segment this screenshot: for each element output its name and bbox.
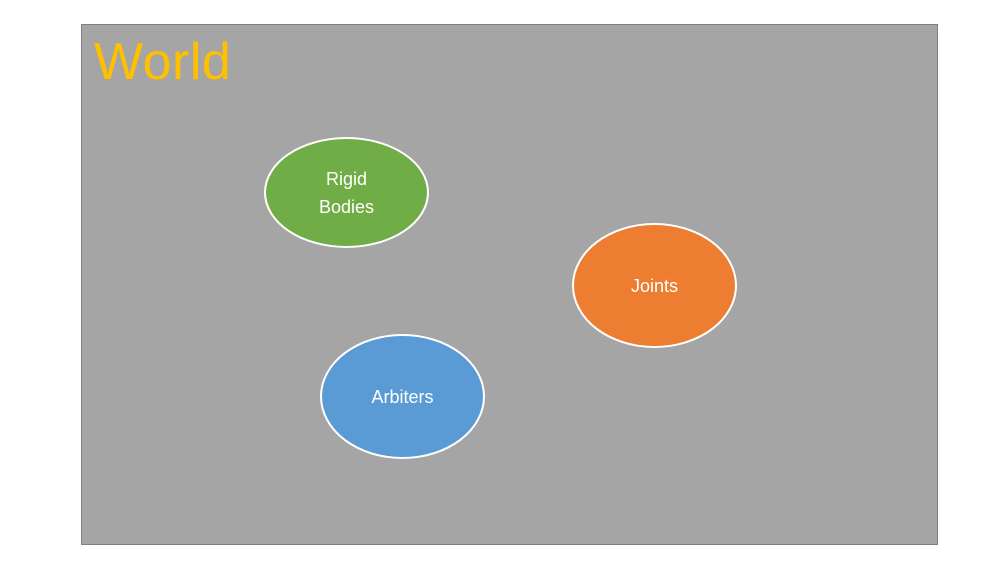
joints-node: Joints [572,223,737,348]
rigid-bodies-node: Rigid Bodies [264,137,429,248]
arbiters-label: Arbiters [371,386,434,407]
world-container [81,24,938,545]
joints-label: Joints [630,275,679,296]
rigid-bodies-label: Rigid Bodies [318,168,375,217]
world-title: World [94,33,232,91]
arbiters-node: Arbiters [320,334,485,459]
